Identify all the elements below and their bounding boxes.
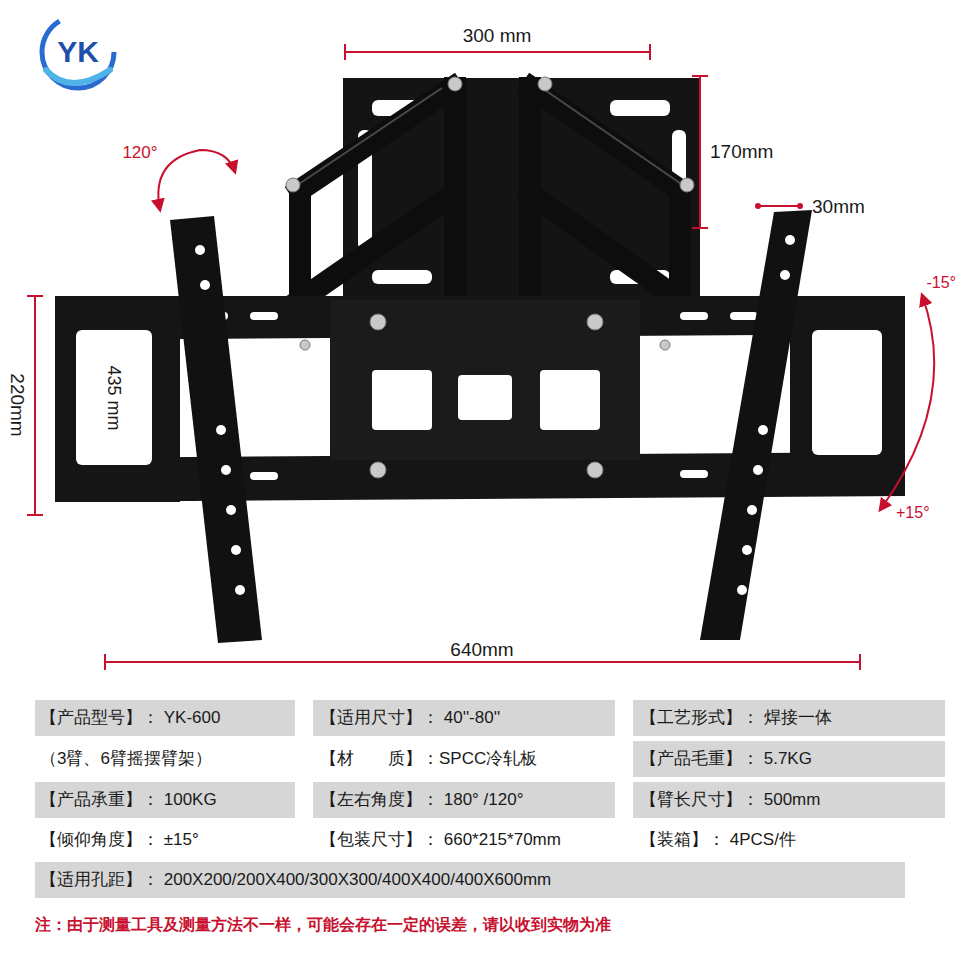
dimension-dots [755,203,803,209]
spec-cell: 【产品承重】： 100KG [40,790,217,810]
logo-text: YK [57,35,99,70]
angle-label: -15° [926,274,956,292]
spec-cell: 【产品毛重】： 5.7KG [640,749,812,769]
angle-label: 120° [122,143,157,163]
dimension-label: 640mm [450,639,513,661]
swing-arms [300,88,680,300]
spec-cell: 【适用孔距】： 200X200/200X400/300X300/400X400/… [40,870,551,890]
spec-cell: （3臂、6臂摇摆臂架） [40,749,212,769]
vertical-brackets [170,210,812,643]
dimension-label: 300 mm [463,25,532,47]
spec-cell: 【左右角度】： 180° /120° [320,790,524,810]
dimension-label: 170mm [710,141,773,163]
dimension-label: 435 mm [104,363,125,432]
spec-cell: 【装箱】： 4PCS/件 [640,830,796,850]
spec-cell: 【适用尺寸】： 40''-80'' [320,708,500,728]
dimension-label: 30mm [812,196,865,218]
spec-cell: 【产品型号】： YK-600 [40,708,220,728]
brand-logo [42,16,114,88]
spec-cell: 【包装尺寸】： 660*215*70mm [320,830,561,850]
spec-cell: 【臂长尺寸】： 500mm [640,790,820,810]
dimension-label: 220mm [6,373,28,436]
spec-cell: 【工艺形式】： 焊接一体 [640,708,832,728]
dimension-lines [27,44,934,670]
arm-highlights [290,88,690,190]
angle-label: +15° [896,504,930,522]
spec-cell: 【材 质】：SPCC冷轧板 [320,749,537,769]
spec-cell: 【倾仰角度】： ±15° [40,830,199,850]
spec-table-cells [35,700,945,898]
note-text: 注：由于测量工具及测量方法不一样，可能会存在一定的误差，请以收到实物为准 [35,916,611,934]
